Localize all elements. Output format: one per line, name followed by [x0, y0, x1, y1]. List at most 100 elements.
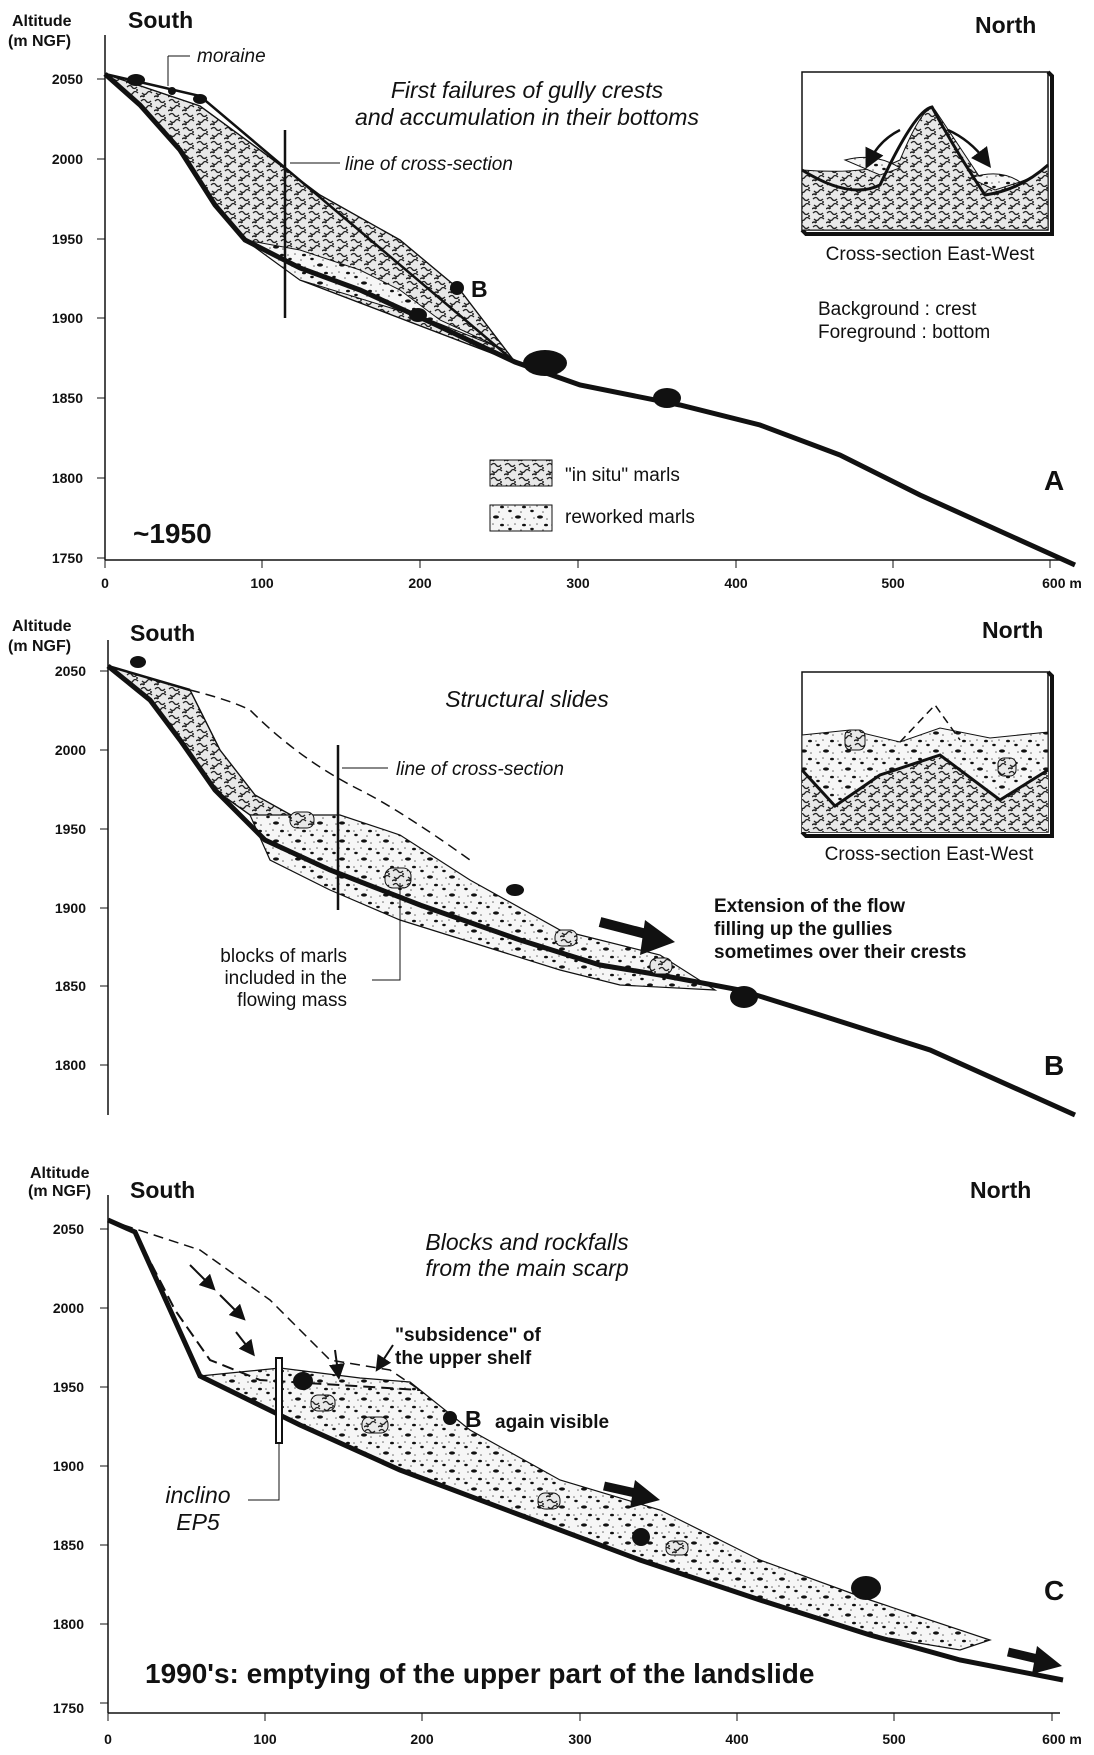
inclino-label: inclino [165, 1482, 230, 1508]
former-shelf [134, 1231, 421, 1391]
panel-letter: B [1044, 1050, 1064, 1081]
period-caption: 1990's: emptying of the upper part of th… [145, 1658, 814, 1689]
y-tick-label: 1900 [55, 900, 86, 916]
again-visible-label: again visible [495, 1412, 609, 1433]
y-axis-title: Altitude [12, 618, 72, 635]
y-axis-unit: (m NGF) [28, 1183, 91, 1200]
y-tick-label: 1750 [53, 1700, 84, 1716]
point-b-marker [450, 281, 464, 295]
subsidence-label-line2: the upper shelf [395, 1348, 532, 1369]
inset-note-background: Background : crest [818, 299, 977, 320]
y-axis-title: Altitude [30, 1165, 90, 1182]
y-tick-label: 2000 [55, 742, 86, 758]
panel-title-line2: and accumulation in their bottoms [355, 104, 699, 130]
north-label: North [982, 617, 1043, 643]
x-tick-label: 500 [881, 575, 905, 591]
boulder [523, 350, 567, 376]
y-axis-unit: (m NGF) [8, 638, 71, 655]
x-ticks: 0 100 200 300 400 500 600 m [104, 1713, 1082, 1747]
x-tick-label: 400 [724, 575, 748, 591]
moraine-block [130, 656, 146, 668]
x-tick-label: 200 [408, 575, 432, 591]
boulder [851, 1576, 881, 1600]
marl-block [361, 1416, 389, 1434]
y-tick-label: 1950 [53, 1379, 84, 1395]
y-tick-label: 1850 [53, 1537, 84, 1553]
y-tick-label: 1850 [52, 390, 83, 406]
moraine-block [168, 87, 176, 95]
inset-caption: Cross-section East-West [825, 844, 1034, 865]
x-ticks: 0 100 200 300 400 500 600 m [101, 560, 1082, 591]
moraine-block [193, 94, 207, 104]
inset-caption: Cross-section East-West [826, 244, 1035, 265]
legend-label-reworked: reworked marls [565, 507, 695, 528]
boulder [506, 884, 524, 896]
y-tick-label: 1800 [52, 470, 83, 486]
subsidence-label: "subsidence" of [395, 1325, 541, 1346]
rockfall-arrow [219, 1294, 246, 1321]
x-tick-label: 200 [410, 1731, 434, 1747]
y-ticks: 2050 2000 1950 1900 1850 1800 1750 [53, 1221, 108, 1716]
y-tick-label: 1850 [55, 978, 86, 994]
inset-note-foreground: Foreground : bottom [818, 322, 990, 343]
x-tick-label: 300 [568, 1731, 592, 1747]
marl-block [554, 929, 578, 947]
moraine-label: moraine [197, 46, 266, 67]
reworked-marls-body [249, 814, 718, 991]
y-tick-label: 1750 [52, 550, 83, 566]
panel-b: 2050 2000 1950 1900 1850 1800 Altitude (… [8, 617, 1077, 1118]
x-tick-label: 0 [101, 575, 109, 591]
y-tick-label: 1950 [52, 231, 83, 247]
inset-cross-section-b [800, 670, 1054, 838]
legend-swatch-in-situ [489, 459, 553, 487]
south-label: South [130, 620, 195, 646]
legend: "in situ" marls reworked marls [489, 459, 695, 532]
point-b-label: B [465, 1406, 482, 1432]
inclino-label-line2: EP5 [176, 1509, 220, 1535]
legend-swatch-reworked [489, 504, 553, 532]
marl-block [665, 1540, 689, 1556]
former-surface [189, 689, 471, 861]
extension-label: Extension of the flow [714, 896, 905, 917]
north-label: North [970, 1177, 1031, 1203]
y-ticks: 2050 2000 1950 1900 1850 1800 1750 [52, 71, 105, 566]
boulder [653, 388, 681, 408]
y-axis-unit: (m NGF) [8, 33, 71, 50]
panel-c: 2050 2000 1950 1900 1850 1800 1750 0 100… [28, 1165, 1082, 1747]
boulder [293, 1372, 313, 1390]
y-tick-label: 2050 [52, 71, 83, 87]
x-tick-label: 400 [725, 1731, 749, 1747]
date-label: ~1950 [133, 518, 212, 549]
boulder [730, 986, 758, 1008]
bedrock-profile [103, 72, 1077, 568]
boulder [632, 1528, 650, 1546]
bedrock-profile [106, 1217, 1064, 1683]
panel-title: First failures of gully crests [391, 77, 664, 103]
marl-block [289, 811, 315, 829]
former-surface [107, 1219, 421, 1391]
south-label: South [130, 1177, 195, 1203]
panel-title-line2: from the main scarp [425, 1255, 628, 1281]
south-label: South [128, 7, 193, 33]
y-tick-label: 1800 [53, 1616, 84, 1632]
point-b-marker [443, 1411, 457, 1425]
north-label: North [975, 12, 1036, 38]
legend-label-in-situ: "in situ" marls [565, 465, 680, 486]
moraine-block [127, 74, 145, 86]
inset-cross-section-a [800, 70, 1054, 236]
x-tick-label: 300 [566, 575, 590, 591]
cross-section-label: line of cross-section [396, 759, 564, 780]
y-tick-label: 2000 [52, 151, 83, 167]
inclinometer-ep5 [275, 1357, 283, 1444]
panel-title: Structural slides [445, 686, 609, 712]
panel-a: 2050 2000 1950 1900 1850 1800 1750 0 100… [8, 7, 1082, 591]
y-tick-label: 1950 [55, 821, 86, 837]
marl-block [310, 1394, 336, 1412]
y-ticks: 2050 2000 1950 1900 1850 1800 [55, 663, 108, 1073]
leader-line [372, 883, 401, 981]
marl-block [649, 957, 673, 975]
subsidence-arrow [328, 1349, 345, 1380]
x-tick-label: 600 m [1042, 1731, 1082, 1747]
y-tick-label: 1900 [52, 310, 83, 326]
y-axis-title: Altitude [12, 13, 72, 30]
